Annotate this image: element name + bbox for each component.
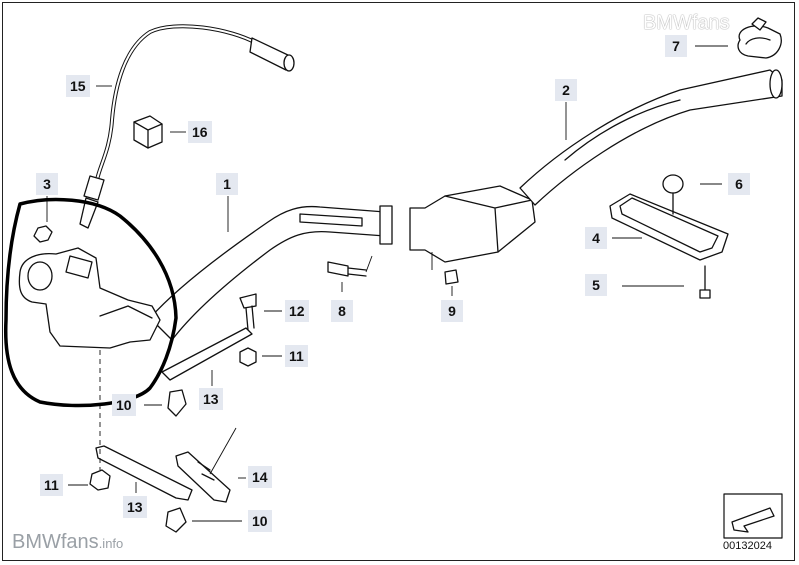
rubber-mount [662,174,684,194]
oxygen-sensor [83,175,105,201]
document-number: 00132024 [723,540,772,552]
bracket-14 [175,451,231,503]
callout-1: 1 [216,173,238,195]
callout-3: 3 [36,173,58,195]
callout-12: 12 [285,300,309,322]
heat-shield [609,193,729,261]
callout-4: 4 [585,227,607,249]
oxygen-sensor-cable [95,24,260,182]
callout-15: 15 [66,75,90,97]
callout-5: 5 [585,274,607,296]
nut-11-upper [239,347,257,367]
bolt-10-upper [167,389,187,417]
callout-10-lower: 10 [248,510,272,532]
highlight-loop [3,197,178,408]
support-strap-upper [161,327,253,381]
exhaust-manifold [18,247,161,349]
callout-13-upper: 13 [199,388,223,410]
callout-9: 9 [441,300,463,322]
bolt-12 [239,293,257,309]
bolt-10-lower [165,507,187,533]
watermark-bottom-main: BMWfans [12,531,99,553]
nut-11-lower [89,469,111,491]
callout-16: 16 [188,121,212,143]
bolt-8 [327,261,349,277]
callout-8: 8 [331,300,353,322]
pipe-clamp [737,25,782,59]
watermark-bottom: BMWfans.info [12,531,123,554]
callout-10-upper: 10 [112,394,136,416]
watermark-bottom-suffix: .info [98,536,124,551]
callout-11-upper: 11 [285,345,308,367]
callout-7: 7 [665,35,687,57]
mount-screw [699,265,711,299]
watermark-top: BMWfans [643,12,730,34]
callout-14: 14 [248,466,272,488]
callout-2: 2 [555,79,577,101]
support-strap-lower [95,445,193,501]
pipe-flange [379,205,393,245]
callout-11-lower: 11 [40,474,63,496]
callout-13-lower: 13 [123,496,147,518]
callout-6: 6 [728,173,750,195]
catalytic-converter [409,185,536,263]
nut-9 [444,269,459,285]
